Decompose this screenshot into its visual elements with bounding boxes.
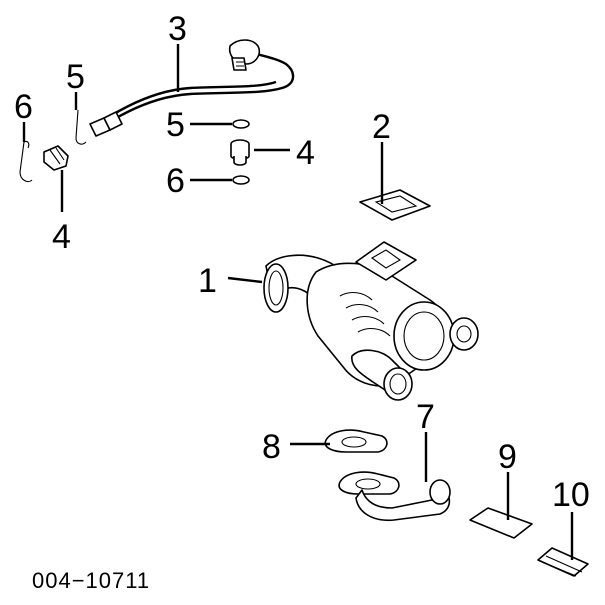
- callout-6-left: 6: [14, 88, 33, 126]
- callout-4-center: 4: [296, 134, 315, 172]
- turbocharger-part-1: [263, 241, 479, 401]
- callout-1: 1: [198, 262, 217, 300]
- clip-part-6-left: [19, 140, 33, 183]
- gasket-part-8: [324, 429, 388, 453]
- callout-7: 7: [416, 398, 435, 436]
- drawing-code: 004−10711: [32, 568, 150, 593]
- callout-3: 3: [168, 10, 187, 48]
- callout-5-center: 5: [166, 106, 185, 144]
- flange-gasket-part-2: [359, 189, 431, 221]
- o-ring-part-5: [232, 119, 250, 129]
- label-part-9: [469, 507, 533, 539]
- callout-2: 2: [372, 108, 391, 146]
- callout-4-left: 4: [52, 218, 71, 256]
- seal-part-5-left: [75, 109, 87, 145]
- callout-6-center: 6: [166, 162, 185, 200]
- callout-8: 8: [262, 428, 281, 466]
- callout-5-left: 5: [66, 58, 85, 96]
- callout-10: 10: [552, 476, 590, 514]
- leader-lines: [22, 44, 574, 560]
- label-part-10: [537, 547, 589, 577]
- adapter-part-4: [230, 139, 250, 166]
- callout-9: 9: [498, 438, 517, 476]
- washer-part-6: [232, 175, 250, 185]
- fitting-part-4-left: [43, 145, 69, 171]
- drain-tube-part-7: [338, 471, 451, 522]
- oil-feed-line: [89, 39, 295, 137]
